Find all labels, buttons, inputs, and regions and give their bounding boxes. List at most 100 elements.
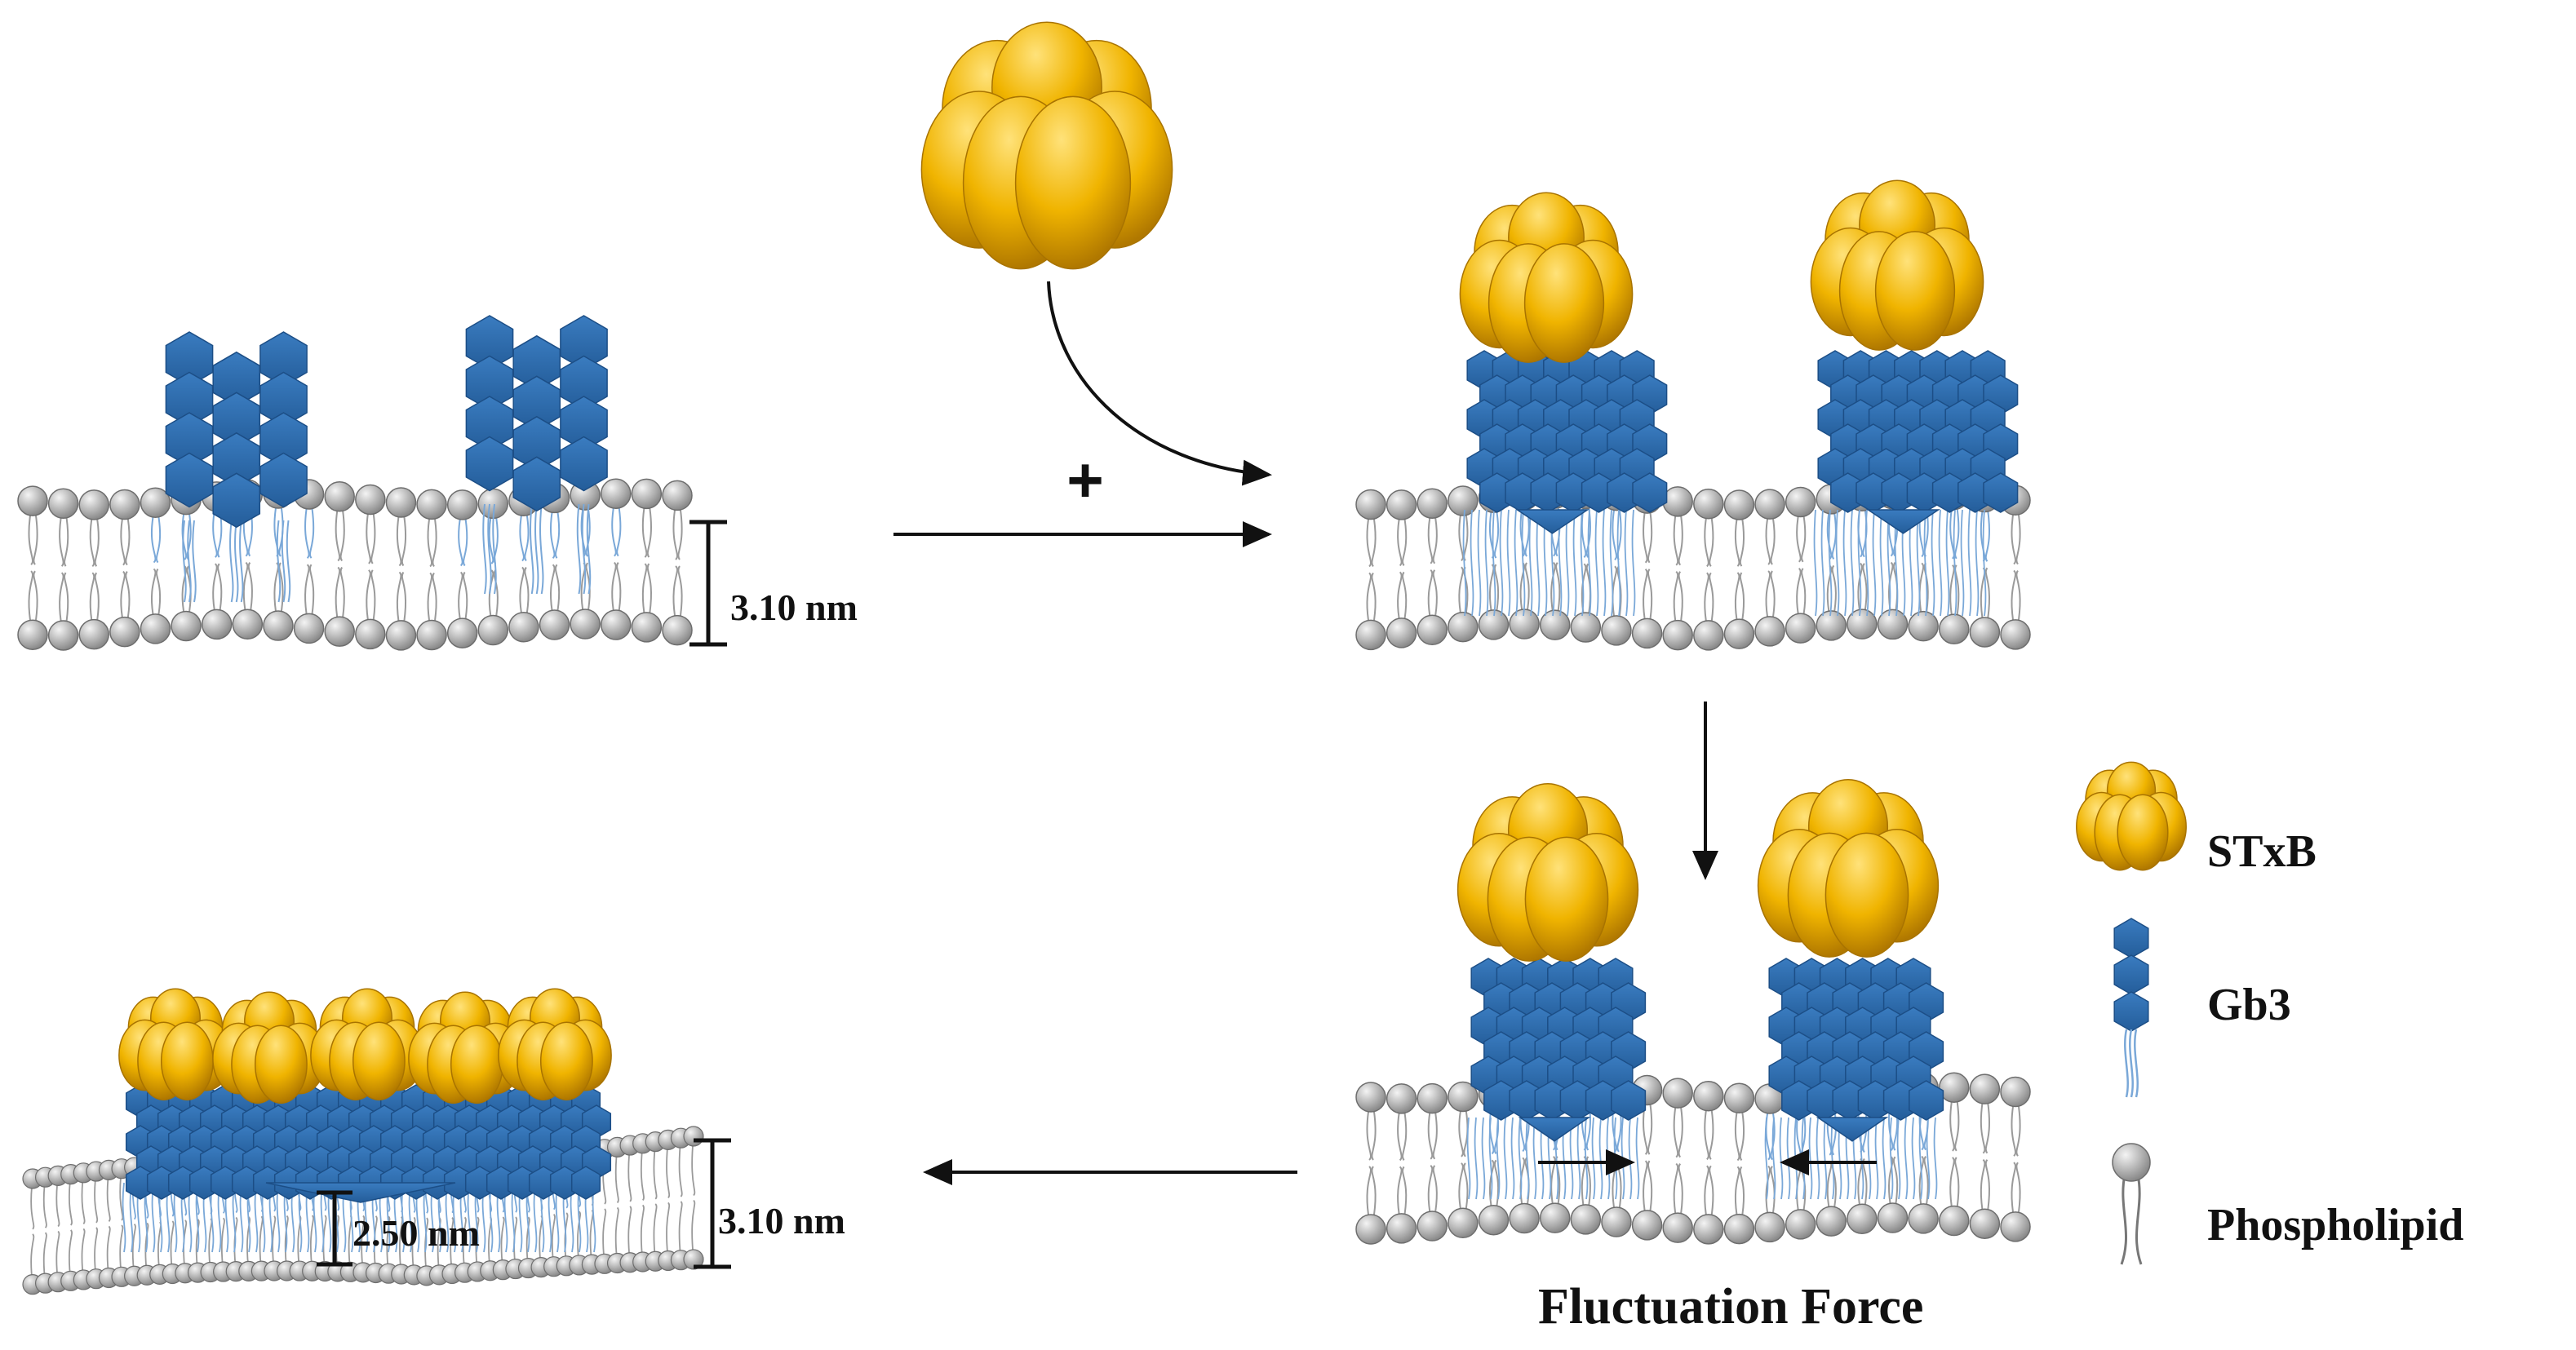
phospholipid-legend-icon xyxy=(2112,1143,2151,1265)
legend-label-stxb: STxB xyxy=(2207,826,2317,877)
lipid-head xyxy=(416,619,447,651)
lipid-tails xyxy=(1366,1101,2021,1215)
lipid-head xyxy=(140,613,171,644)
gb3-cluster xyxy=(465,315,608,595)
lipid-head xyxy=(1448,1081,1479,1113)
legend-label-gb3: Gb3 xyxy=(2207,980,2291,1030)
lipid-head xyxy=(1754,616,1785,647)
lipid-head xyxy=(1785,1209,1816,1240)
stxb-protein xyxy=(1456,783,1639,962)
lipid-head xyxy=(1785,613,1816,644)
lipid-head xyxy=(1723,618,1755,649)
lipid-head xyxy=(1754,1211,1785,1243)
gb3-hexagon xyxy=(465,436,514,492)
lipid-head xyxy=(47,620,79,651)
stxb-subunit xyxy=(1874,231,1956,351)
lipid-head xyxy=(293,613,325,644)
lipid-head xyxy=(1969,1208,2001,1239)
lipid-head xyxy=(324,616,355,647)
lipid-head xyxy=(1693,489,1724,520)
gb3-hexagon xyxy=(570,1166,601,1200)
lipid-head xyxy=(416,489,447,520)
thickness-bracket-top xyxy=(689,520,727,647)
lipid-head xyxy=(1723,1213,1755,1245)
lipid-head xyxy=(78,489,109,520)
gb3-hexagon xyxy=(2113,991,2149,1032)
stxb-subunit xyxy=(1014,95,1132,270)
stxb-subunit xyxy=(1824,832,1909,958)
lipid-head xyxy=(446,617,478,648)
lipid-head xyxy=(1386,1213,1417,1244)
lipid-head xyxy=(1723,1082,1755,1114)
gb3-cluster xyxy=(1813,350,2019,617)
lipid-head xyxy=(17,485,48,516)
lipid-head xyxy=(1908,1203,1939,1234)
lipid-head xyxy=(1478,609,1510,640)
lipid-head xyxy=(1478,1204,1510,1236)
gb3-cluster xyxy=(1466,958,1647,1200)
lipid-head xyxy=(601,609,632,640)
lipid-head xyxy=(1601,615,1632,646)
legend-label-phospholipid: Phospholipid xyxy=(2207,1200,2463,1250)
thickness-label-bottom-inner: 2.50 nm xyxy=(352,1212,480,1254)
lipid-head xyxy=(1785,486,1816,518)
lipid-head xyxy=(1448,611,1479,643)
lipid-head xyxy=(1448,1207,1479,1238)
gb3-legend-icon xyxy=(2113,918,2149,1098)
lipid-head xyxy=(109,489,140,520)
stxb-protein-row xyxy=(118,988,612,1104)
lipid-head xyxy=(1417,1211,1448,1242)
thickness-bracket-bottom-outer xyxy=(694,1138,731,1269)
lipid-head xyxy=(1969,1073,2001,1104)
gb3-hexagon xyxy=(165,452,214,508)
lipid-head xyxy=(1662,486,1693,517)
lipid-head xyxy=(1877,609,1909,640)
gb3-hexagon xyxy=(2113,954,2149,995)
lipid-head xyxy=(355,484,386,516)
stxb-protein-free xyxy=(920,21,1173,270)
lipid-head xyxy=(1570,1204,1602,1235)
membrane-fluctuation xyxy=(1355,1072,2031,1245)
lipid-head xyxy=(1816,1206,1847,1237)
lipid-head xyxy=(1355,1082,1386,1113)
lipid-head xyxy=(1539,609,1571,640)
lipid-head xyxy=(631,612,663,643)
lipid-head xyxy=(1539,1202,1571,1233)
lipid-head xyxy=(1847,609,1878,640)
fluctuation-force-label: Fluctuation Force xyxy=(1538,1279,1923,1335)
lipid-head xyxy=(1847,1203,1878,1234)
thickness-bracket-bottom-inner xyxy=(317,1190,352,1267)
lipid-head xyxy=(1601,1206,1632,1237)
lipid-head xyxy=(683,1126,704,1147)
thickness-label-bottom-outer: 3.10 nm xyxy=(718,1200,845,1242)
gb3-hexagon xyxy=(1611,1080,1647,1121)
lipid-head xyxy=(385,487,417,518)
lipid-head xyxy=(1877,1202,1909,1233)
membrane-initial xyxy=(17,478,693,651)
stxb-subunit xyxy=(450,1025,503,1104)
lipid-head xyxy=(1631,617,1663,649)
lipid-head xyxy=(232,609,264,640)
lipid-head xyxy=(1417,1082,1448,1114)
lipid-head xyxy=(1908,610,1939,642)
lipid-head xyxy=(171,610,202,642)
lipid-tails xyxy=(28,507,683,622)
stxb-subunit xyxy=(1524,836,1609,962)
stxb-subunit xyxy=(254,1025,308,1104)
gb3-hexagon xyxy=(1909,1080,1944,1121)
lipid-head xyxy=(1662,1212,1693,1243)
plus-sign: + xyxy=(1066,444,1104,516)
lipid-head xyxy=(570,609,601,640)
lipid-head xyxy=(1355,619,1386,651)
lipid-head xyxy=(2000,619,2031,650)
stxb-subunit xyxy=(1523,243,1605,363)
lipid-head xyxy=(1969,617,2001,648)
lipid-head xyxy=(508,612,539,643)
lipid-head xyxy=(385,620,417,651)
lipid-head xyxy=(1816,610,1847,641)
lipid-head xyxy=(1662,1078,1693,1109)
gb3-hexagon xyxy=(2113,918,2149,958)
legend: STxB Gb3 Phospholipid xyxy=(2076,761,2463,1265)
lipid-head xyxy=(263,610,294,641)
